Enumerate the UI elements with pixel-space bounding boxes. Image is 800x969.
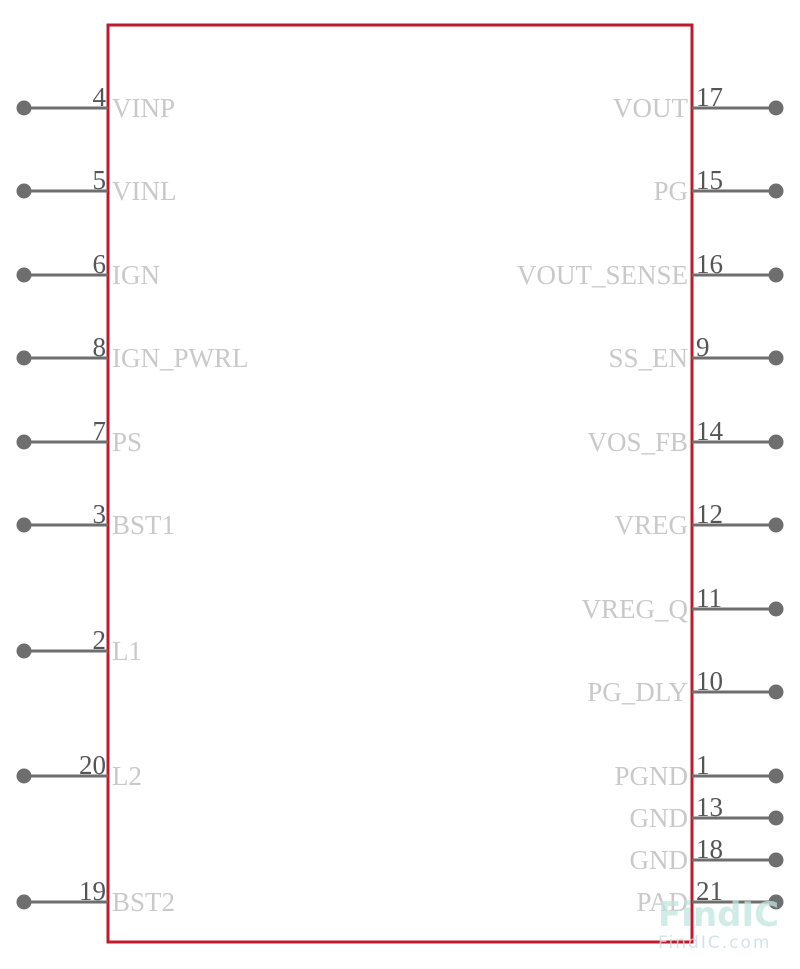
pin-terminal	[768, 434, 784, 450]
right-pin-group: 17VOUT15PG16VOUT_SENSE9SS_EN14VOS_FB12VR…	[517, 82, 784, 917]
pin-number: 7	[93, 416, 107, 446]
pin-pgnd: 1 PGND	[614, 750, 784, 791]
pin-name: VOUT_SENSE	[517, 260, 688, 290]
pin-number: 15	[696, 165, 723, 195]
pin-terminal	[16, 434, 32, 450]
pin-name: PAD	[636, 887, 688, 917]
pin-number: 14	[696, 416, 724, 446]
pin-name: PS	[112, 427, 142, 457]
pin-pg-dly: 10 PG_DLY	[587, 666, 784, 707]
pin-terminal	[768, 601, 784, 617]
pin-number: 17	[696, 82, 723, 112]
watermark-logo: FindIC	[658, 895, 779, 935]
pin-number: 10	[696, 666, 723, 696]
pin-ss-en: 9 SS_EN	[608, 332, 784, 373]
pin-vos-fb: 14 VOS_FB	[587, 416, 784, 457]
watermark-url: FindIC.com	[658, 933, 771, 953]
watermark: FindIC FindIC.com	[658, 895, 779, 953]
pin-name: PGND	[614, 761, 688, 791]
pin-pg: 15 PG	[653, 165, 784, 206]
pin-terminal	[768, 183, 784, 199]
pin-number: 2	[93, 625, 107, 655]
pin-number: 20	[79, 750, 106, 780]
pin-terminal	[768, 768, 784, 784]
pin-terminal	[768, 267, 784, 283]
pin-name: VOS_FB	[587, 427, 688, 457]
pin-name: L1	[112, 636, 142, 666]
pin-vout: 17 VOUT	[613, 82, 784, 123]
pin-number: 6	[93, 249, 107, 279]
pin-name: VINL	[112, 176, 176, 206]
pin-number: 1	[696, 750, 710, 780]
pin-terminal	[768, 894, 784, 910]
pin-number: 4	[93, 82, 107, 112]
pin-number: 21	[696, 876, 723, 906]
pin-number: 13	[696, 792, 723, 822]
pin-terminal	[768, 852, 784, 868]
pin-number: 16	[696, 249, 723, 279]
pin-pad: 21 PAD	[636, 876, 784, 917]
pin-name: VREG_Q	[582, 594, 689, 624]
pin-name: VREG	[615, 510, 689, 540]
pin-terminal	[768, 100, 784, 116]
pin-terminal	[16, 643, 32, 659]
pin-number: 19	[79, 876, 106, 906]
pin-number: 11	[696, 583, 722, 613]
pin-number: 18	[696, 834, 723, 864]
pin-vout-sense: 16 VOUT_SENSE	[517, 249, 784, 290]
pin-terminal	[768, 684, 784, 700]
pin-name: BST1	[112, 510, 175, 540]
component-body	[106, 23, 694, 944]
pin-name: PG	[653, 176, 688, 206]
pin-number: 12	[696, 499, 723, 529]
pin-terminal	[16, 894, 32, 910]
pin-name: GND	[630, 803, 689, 833]
pin-terminal	[16, 517, 32, 533]
pin-terminal	[768, 350, 784, 366]
pin-terminal	[768, 517, 784, 533]
pin-terminal	[768, 810, 784, 826]
pin-name: VINP	[112, 93, 175, 123]
pin-name: IGN_PWRL	[112, 343, 249, 373]
pin-terminal	[16, 768, 32, 784]
pin-name: L2	[112, 761, 142, 791]
pin-name: IGN	[112, 260, 160, 290]
pin-number: 5	[93, 165, 107, 195]
pin-terminal	[16, 267, 32, 283]
pin-terminal	[16, 100, 32, 116]
pin-number: 8	[93, 332, 107, 362]
pin-name: PG_DLY	[587, 677, 688, 707]
pin-name: SS_EN	[608, 343, 688, 373]
pin-terminal	[16, 350, 32, 366]
pin-terminal	[16, 183, 32, 199]
pin-name: BST2	[112, 887, 175, 917]
pin-number: 3	[93, 499, 107, 529]
pin-name: VOUT	[613, 93, 688, 123]
pin-number: 9	[696, 332, 710, 362]
pin-name: GND	[630, 845, 689, 875]
